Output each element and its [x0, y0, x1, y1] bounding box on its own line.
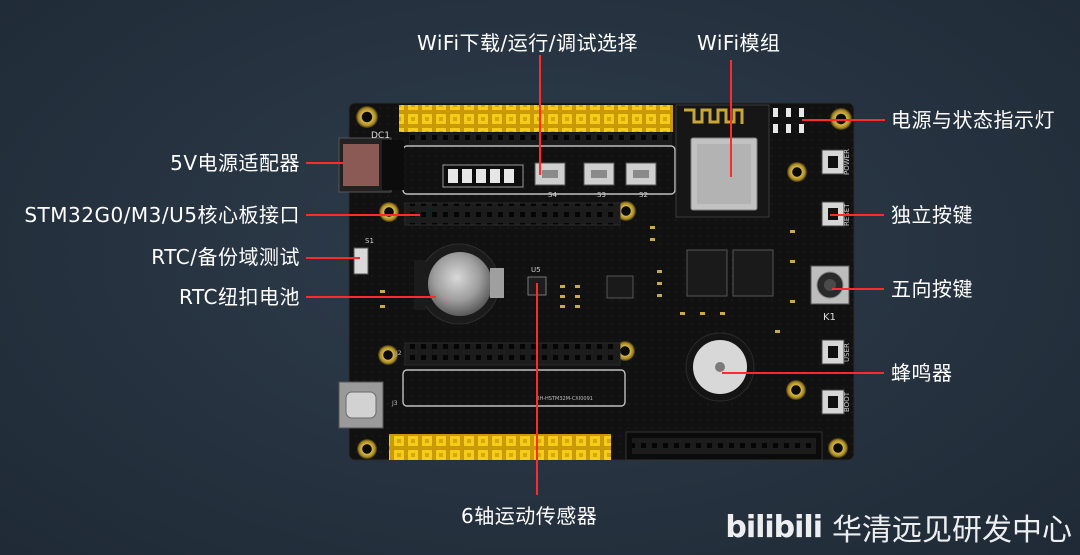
usb-c-port: [338, 381, 384, 429]
label-wifi-module: WiFi模组: [697, 31, 781, 55]
silk-user: USER: [843, 343, 851, 362]
label-power-adapter: 5V电源适配器: [170, 151, 300, 175]
silk-j2: J2: [395, 350, 402, 357]
mounting-hole: [616, 201, 636, 221]
label-rtc-battery: RTC纽扣电池: [179, 285, 300, 309]
top-pin-header: [399, 105, 673, 132]
watermark: bilibili 华清远见研发中心: [725, 505, 1072, 549]
slide-switch: [353, 247, 369, 275]
jumper-blocks: [442, 164, 524, 188]
wifi-module: [675, 104, 770, 218]
status-leds: [773, 108, 804, 133]
mounting-hole: [787, 162, 807, 182]
silk-bottom-code: RH-HSTM32M-CXI0091: [536, 396, 593, 402]
coin-battery: [414, 243, 504, 325]
silk-k1: K1: [823, 312, 836, 323]
bilibili-logo: bilibili: [725, 509, 823, 545]
ic-chip: [732, 249, 774, 297]
dc-jack: [338, 137, 404, 193]
ic-chip: [606, 275, 634, 299]
mounting-hole: [356, 106, 378, 128]
label-buzzer: 蜂鸣器: [891, 361, 953, 385]
mounting-hole: [379, 202, 399, 222]
mounting-hole: [357, 439, 377, 459]
silk-u5: U5: [531, 266, 541, 274]
silk-power: POWER: [843, 149, 851, 175]
label-independent-key: 独立按键: [891, 203, 973, 227]
mounting-hole: [828, 438, 848, 458]
select-switches: [534, 162, 657, 186]
silk-boot: BOOT: [843, 391, 851, 412]
mounting-hole: [378, 345, 398, 365]
five-way-key: [810, 265, 850, 305]
silk-dc1: DC1: [371, 131, 390, 141]
silk-s4: S4: [548, 191, 557, 199]
label-power-status-led: 电源与状态指示灯: [891, 108, 1055, 132]
label-core-board-interface: STM32G0/M3/U5核心板接口: [24, 203, 300, 227]
buzzer: [685, 332, 755, 402]
mounting-hole: [786, 380, 806, 400]
silk-s1: S1: [365, 237, 374, 245]
label-six-axis-sensor: 6轴运动传感器: [461, 504, 598, 528]
bottom-pin-header: [389, 434, 611, 460]
ic-chip: [686, 249, 728, 297]
label-rtc-backup-test: RTC/备份域测试: [151, 245, 300, 269]
label-wifi-mode-select: WiFi下载/运行/调试选择: [417, 31, 638, 55]
label-five-way-key: 五向按键: [891, 277, 973, 301]
channel-name: 华清远见研发中心: [832, 513, 1072, 548]
silk-s2: S2: [639, 191, 648, 199]
silk-j3: J3: [391, 400, 398, 407]
silk-s3: S3: [597, 191, 606, 199]
